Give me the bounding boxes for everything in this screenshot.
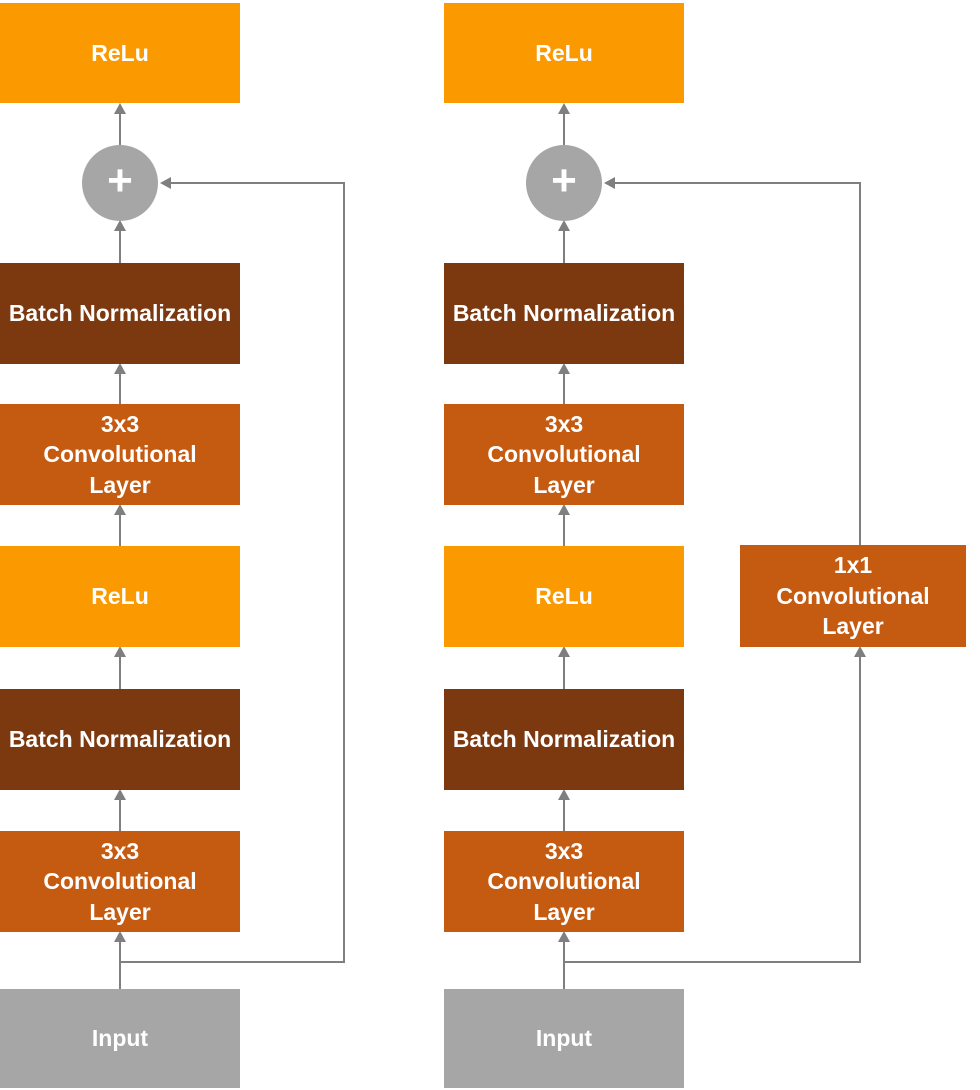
arrowhead-icon xyxy=(558,504,570,515)
batch-norm-box-left-lower: Batch Normalization xyxy=(0,689,240,790)
plus-icon: + xyxy=(107,156,133,205)
arrowhead-icon xyxy=(558,789,570,800)
arrowhead-icon xyxy=(114,504,126,515)
add-operator-circle-left: + xyxy=(82,145,158,221)
relu-output-box-left: ReLu xyxy=(0,3,240,103)
arrowhead-icon xyxy=(558,103,570,114)
arrowhead-icon xyxy=(558,363,570,374)
batch-norm-box-right-upper: Batch Normalization xyxy=(444,263,684,364)
plus-icon: + xyxy=(551,156,577,205)
batch-norm-box-right-lower: Batch Normalization xyxy=(444,689,684,790)
arrowhead-icon xyxy=(114,220,126,231)
conv1x1-shortcut-box: 1x1 Convolutional Layer xyxy=(740,545,966,647)
arrowhead-icon xyxy=(604,177,615,189)
arrowhead-icon xyxy=(558,220,570,231)
input-box-left: Input xyxy=(0,989,240,1088)
input-box-right: Input xyxy=(444,989,684,1088)
relu-output-box-right: ReLu xyxy=(444,3,684,103)
relu-mid-box-right: ReLu xyxy=(444,546,684,647)
conv3x3-box-right-lower: 3x3 Convolutional Layer xyxy=(444,831,684,932)
arrowhead-icon xyxy=(114,931,126,942)
add-operator-circle-right: + xyxy=(526,145,602,221)
batch-norm-box-left-upper: Batch Normalization xyxy=(0,263,240,364)
arrowhead-icon xyxy=(114,646,126,657)
arrowhead-icon xyxy=(558,931,570,942)
relu-mid-box-left: ReLu xyxy=(0,546,240,647)
arrowhead-icon xyxy=(114,363,126,374)
arrowhead-icon xyxy=(114,789,126,800)
conv3x3-box-left-upper: 3x3 Convolutional Layer xyxy=(0,404,240,505)
arrowhead-icon xyxy=(114,103,126,114)
arrowhead-icon xyxy=(558,646,570,657)
arrowhead-icon xyxy=(160,177,171,189)
skip-connection-right-upper xyxy=(610,182,861,545)
arrowhead-icon xyxy=(854,646,866,657)
conv3x3-box-left-lower: 3x3 Convolutional Layer xyxy=(0,831,240,932)
skip-connection-left xyxy=(120,182,345,963)
skip-connection-right-lower xyxy=(564,656,861,963)
conv3x3-box-right-upper: 3x3 Convolutional Layer xyxy=(444,404,684,505)
